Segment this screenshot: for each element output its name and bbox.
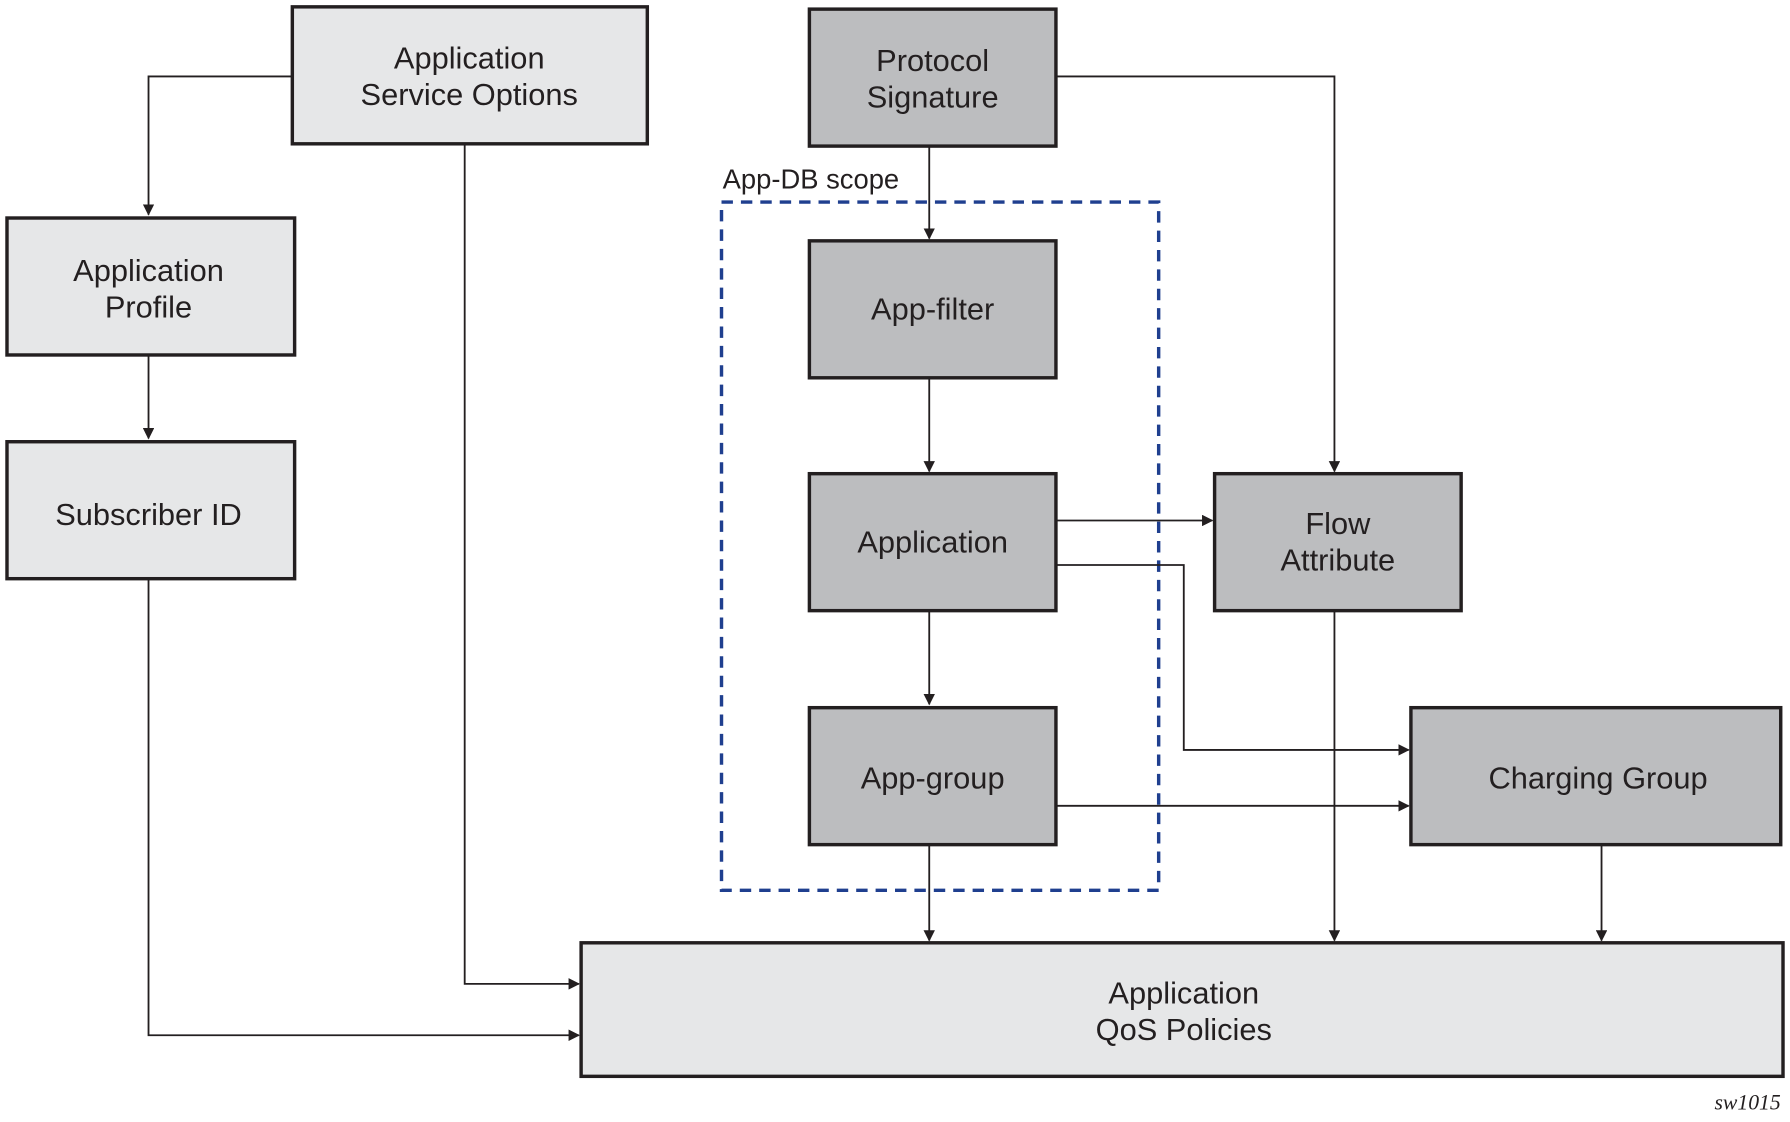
node-label: Application [394,40,545,75]
node-label: App-group [861,761,1005,796]
node-label: Subscriber ID [55,497,242,532]
figure-code: sw1015 [1714,1090,1780,1114]
edges [142,75,1608,1041]
node-label: Flow [1305,506,1371,541]
node-app-filter: App-filter [807,239,1058,380]
node-label: QoS Policies [1096,1012,1272,1047]
node-subscriber-id: Subscriber ID [5,440,297,581]
app-db-scope-boundary [719,200,1161,893]
node-label: Attribute [1281,543,1396,578]
node-app-group: App-group [807,705,1058,847]
node-label: Profile [105,289,192,324]
node-label: Application [857,524,1008,559]
edge-application-charging [1055,564,1410,756]
edge-aso-qos [463,143,580,990]
node-label: Service Options [361,77,578,112]
node-label: Protocol [876,43,989,78]
node-application: Application [807,471,1058,613]
node-label: Application [1108,975,1259,1010]
node-label: Charging Group [1489,761,1708,796]
node-label: Application [73,253,224,288]
node-label: App-filter [871,292,994,327]
edge-subscriber-qos [147,578,580,1041]
node-label: Signature [867,79,999,114]
edge-protocol-flow [1055,75,1341,473]
app-db-scope-label: App-DB scope [723,163,900,194]
edge-aso-profile [142,75,293,216]
node-charging-group: Charging Group [1409,705,1783,847]
